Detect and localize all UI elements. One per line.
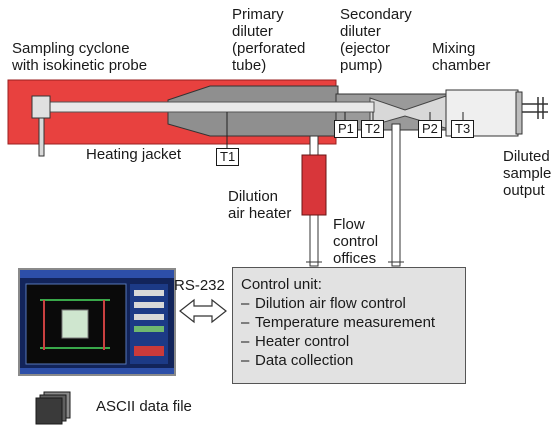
monitor-screenshot-drawing [20,270,174,374]
diluted-sample-output-label: Diluted sample output [503,148,552,199]
ascii-data-file-label: ASCII data file [96,398,192,415]
sampling-cyclone-label: Sampling cyclone with isokinetic probe [12,40,148,74]
sample-tube [43,101,375,113]
primary-diluter-label: Primary diluter (perforated tube) [232,6,306,74]
probe-stem [38,117,45,157]
control-unit-item: Dilution air flow control [241,294,457,313]
double-arrow-icon [179,298,227,324]
sensor-t2: T2 [361,120,385,138]
mixing-chamber-endcap [515,91,523,135]
sensor-t3: T3 [451,120,475,138]
monitor-screenshot-icon [18,268,176,376]
sensor-p1: P1 [334,120,358,138]
sensor-p2: P2 [418,120,442,138]
flow-control-offices-label: Flow control offices [333,216,379,267]
control-unit-item: Heater control [241,332,457,351]
dilution-air-heater-label: Dilution air heater [228,188,292,222]
heating-jacket-label: Heating jacket [86,146,182,163]
ejector-air-line [391,123,401,267]
rs232-label: RS-232 [174,277,225,294]
secondary-diluter-label: Secondary diluter (ejector pump) [340,6,412,74]
stacked-files-icon [35,391,71,425]
control-unit-functions: Dilution air flow control Temperature me… [241,294,457,370]
sensor-t1: T1 [216,148,240,166]
control-unit-item: Temperature measurement [241,313,457,332]
mixing-chamber-body [445,89,519,137]
control-unit-box: Control unit: Dilution air flow control … [232,267,466,384]
control-unit-title: Control unit: [241,276,322,293]
dilution-air-heater [301,154,327,216]
mixing-chamber-label: Mixing chamber [432,40,491,74]
cyclone-head [31,95,51,119]
control-unit-item: Data collection [241,351,457,370]
